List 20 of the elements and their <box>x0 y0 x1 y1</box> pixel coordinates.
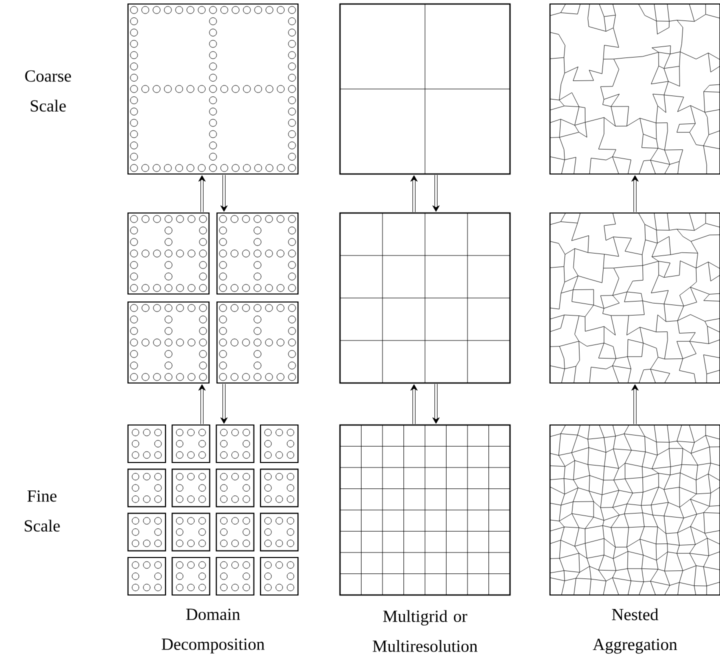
double-arrow <box>631 175 639 212</box>
double-arrow <box>220 175 228 212</box>
double-arrow <box>410 175 418 212</box>
subdomain-drawing <box>127 3 299 175</box>
double-arrow <box>410 384 418 424</box>
mesh-drawing <box>549 3 720 175</box>
double-arrow <box>432 384 440 424</box>
double-arrow <box>631 384 639 424</box>
mesh-drawing <box>549 424 720 596</box>
double-arrow <box>198 175 206 212</box>
grid-drawing <box>339 3 511 175</box>
subdomain-drawing <box>127 212 299 384</box>
double-arrow <box>198 384 206 424</box>
double-arrow <box>432 175 440 212</box>
double-arrow <box>220 384 228 424</box>
scale-label: Fine Scale <box>24 490 60 532</box>
mesh-drawing <box>549 212 720 384</box>
grid-drawing <box>339 212 511 384</box>
grid-drawing <box>339 424 511 596</box>
subdomain-drawing <box>127 424 299 596</box>
